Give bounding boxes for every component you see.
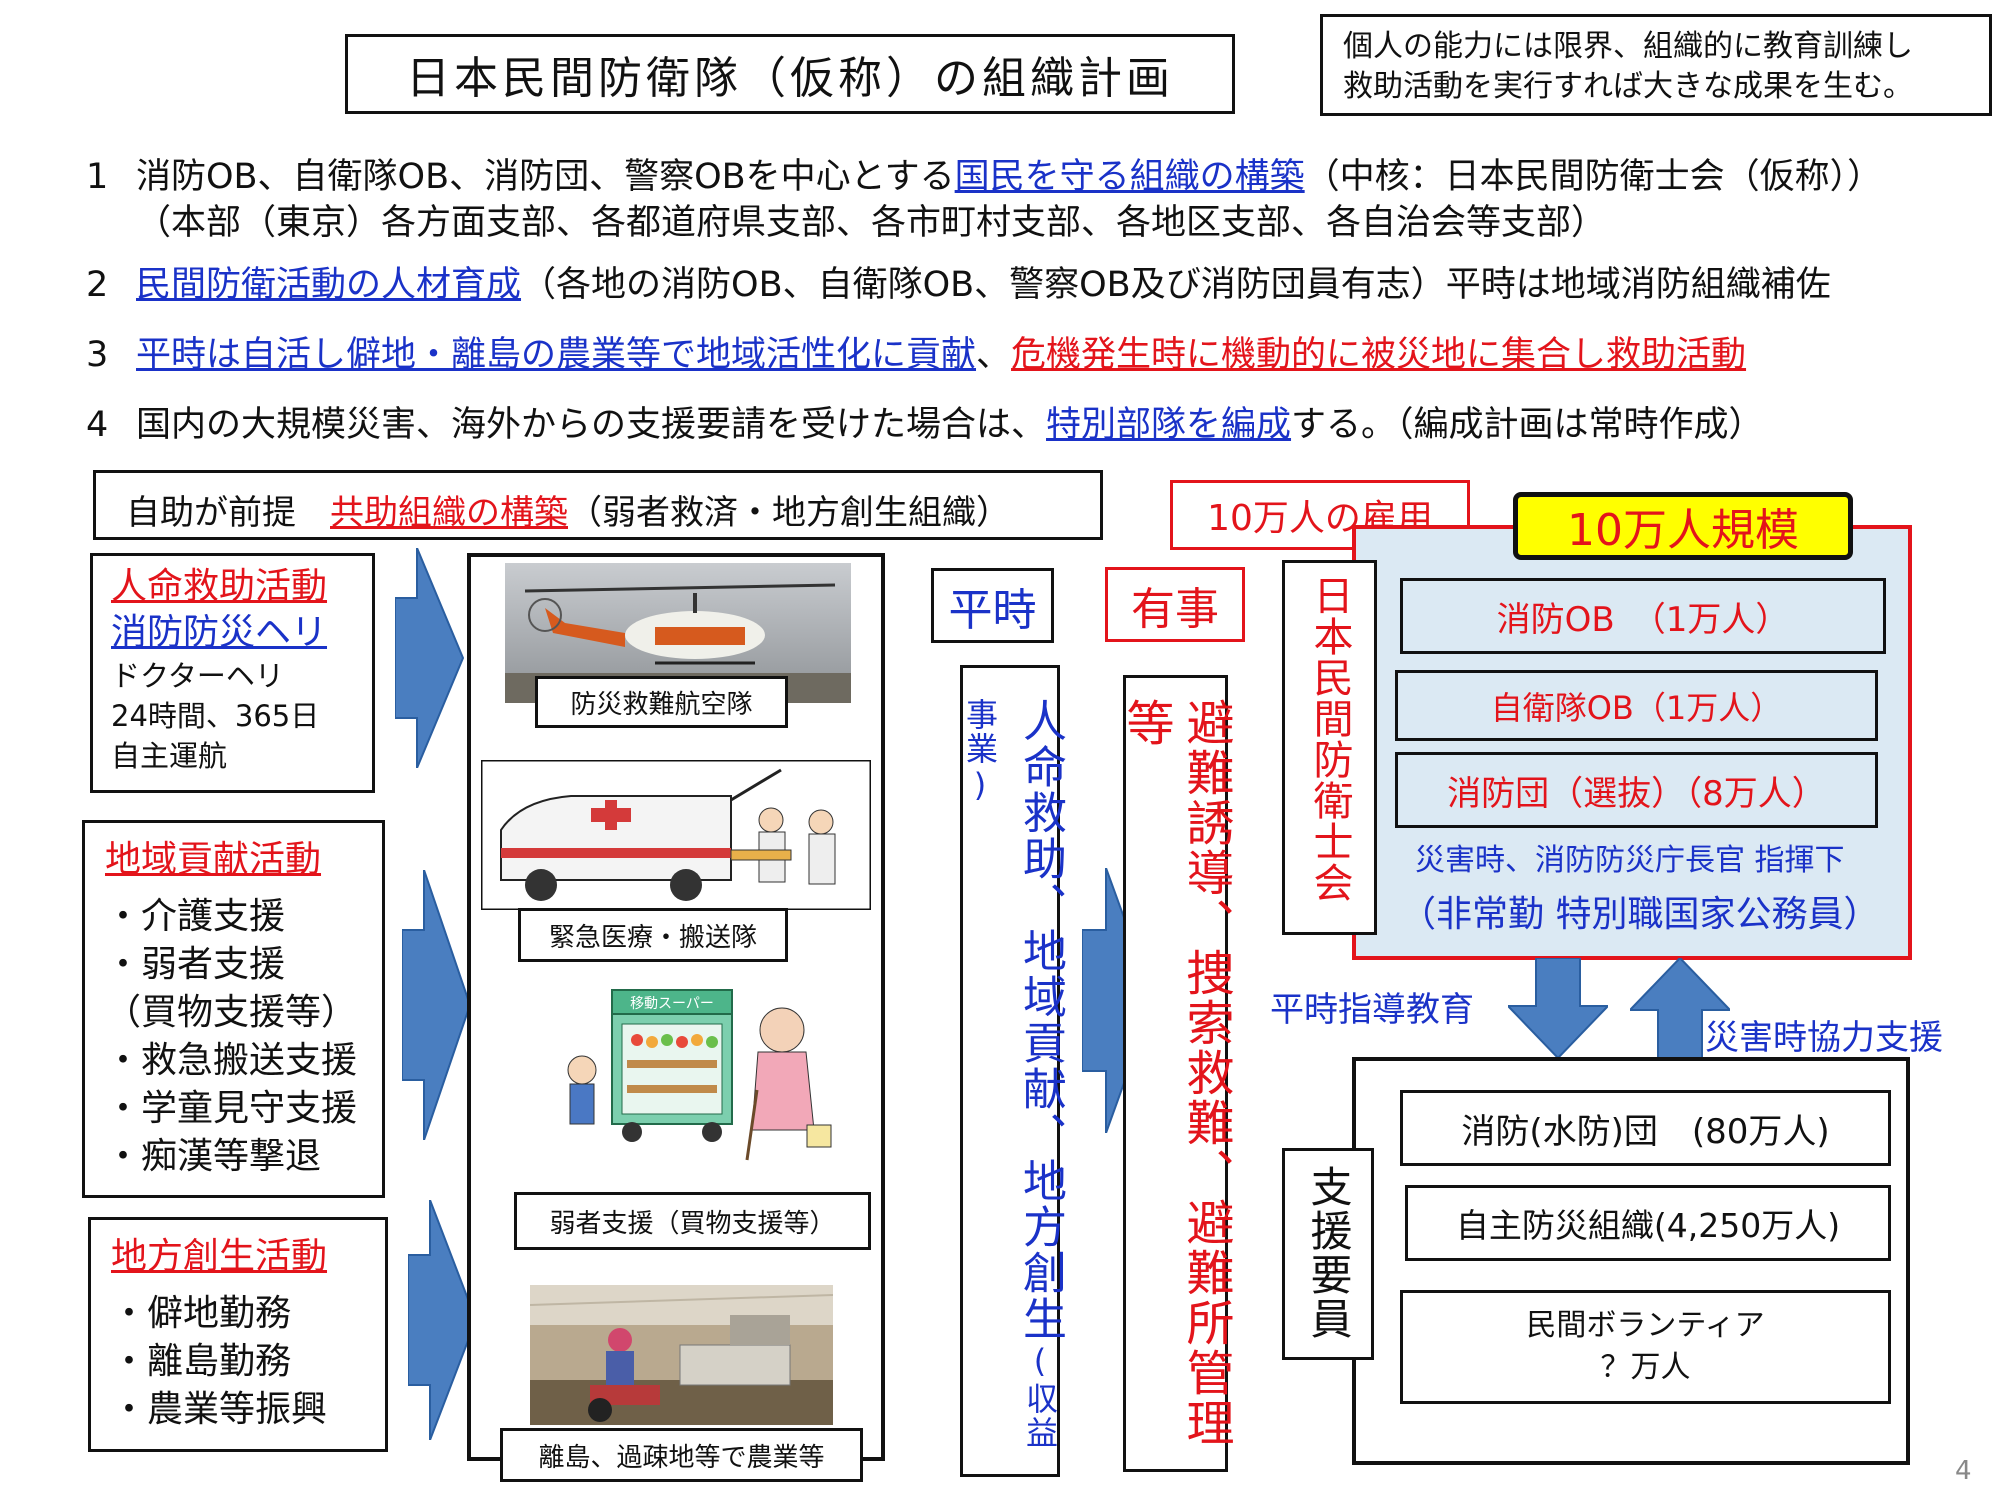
premise-link[interactable]: 共助組織の構築 [330, 493, 568, 533]
photo-2-caption: 緊急医療・搬送隊 [518, 908, 788, 962]
community-item-6: ・痴漢等撃退 [105, 1136, 322, 1177]
yuji-label: 有事 [1105, 567, 1245, 642]
member-sdf-ob: 自衛隊OB（1万人） [1395, 670, 1878, 741]
rescue-box: 人命救助活動 消防防災ヘリ ドクターヘリ 24時間、365日 自主運航 [90, 553, 375, 793]
arrow-right-icon [408, 1200, 478, 1440]
item-4-link[interactable]: 特別部隊を編成 [1046, 405, 1292, 445]
support-disaster-org: 自主防災組織(4,250万人) [1405, 1185, 1891, 1261]
note-box: 個人の能力には限界、組織的に教育訓練し 救助活動を実行すれば大きな成果を生む。 [1320, 14, 1992, 116]
note-line-2: 救助活動を実行すれば大きな成果を生む。 [1343, 69, 1913, 104]
photo-4-caption: 離島、過疎地等で農業等 [500, 1428, 863, 1482]
ambulance-illustration [481, 760, 871, 910]
support-label-box: 支援要員 [1282, 1148, 1374, 1360]
photo-1-caption: 防災救難航空隊 [535, 676, 788, 728]
mobile-supermarket-illustration: 移動スーパー [567, 989, 832, 1161]
arrow-up-icon [1630, 958, 1730, 1058]
community-box: 地域貢献活動 ・介護支援 ・弱者支援 （買物支援等） ・救急搬送支援 ・学童見守… [82, 820, 385, 1198]
arrow-up-label: 災害時協力支援 [1705, 1018, 1943, 1058]
community-item-4: ・救急搬送支援 [105, 1040, 358, 1081]
van-sign: 移動スーパー [630, 996, 714, 1012]
item-3-link-red[interactable]: 危機発生時に機動的に被災地に集合し救助活動 [1011, 335, 1747, 375]
farming-photo [530, 1285, 833, 1425]
community-item-1: ・介護支援 [105, 896, 286, 937]
heiji-label: 平時 [931, 568, 1054, 643]
rescue-line-2: 24時間、365日 [111, 699, 320, 733]
premise-box: 自助が前提 共助組織の構築（弱者救済・地方創生組織） [93, 470, 1103, 540]
community-item-5: ・学童見守支援 [105, 1088, 358, 1129]
item-1-line-2: （本部（東京）各方面支部、各都道府県支部、各市町村支部、各地区支部、各自治会等支… [136, 203, 1607, 243]
scale-banner: 10万人規模 [1513, 492, 1853, 560]
item-1-link[interactable]: 国民を守る組織の構築 [954, 157, 1305, 197]
connector-line [1470, 525, 1515, 529]
community-item-3: （買物支援等） [105, 992, 358, 1033]
regional-box: 地方創生活動 ・僻地勤務 ・離島勤務 ・農業等振興 [88, 1217, 388, 1452]
member-fire-ob: 消防OB （1万人） [1400, 578, 1886, 654]
member-fire-brigade: 消防団（選抜）（8万人） [1395, 752, 1878, 828]
rescue-line-1: ドクターヘリ [111, 659, 284, 693]
page-number: 4 [1955, 1456, 1972, 1486]
support-label: 支援要員 [1304, 1165, 1353, 1341]
arrow-down-label: 平時指導教育 [1270, 990, 1474, 1030]
arrow-right-icon [395, 548, 465, 768]
regional-item-2: ・離島勤務 [111, 1341, 292, 1382]
heiji-text: 人命救助、地域貢献、地方創生 [1015, 698, 1066, 1342]
support-fire-brigade: 消防(水防)団 (80万人) [1400, 1090, 1891, 1166]
arrow-right-icon [402, 870, 472, 1140]
rescue-line-3: 自主運航 [111, 739, 228, 773]
regional-item-3: ・農業等振興 [111, 1389, 328, 1430]
heiji-note: (収益事業) [961, 698, 1059, 1450]
note-line-1: 個人の能力には限界、組織的に教育訓練し [1343, 29, 1913, 64]
heiji-column: 人命救助、地域貢献、地方創生(収益事業) [960, 665, 1066, 1477]
community-title[interactable]: 地域貢献活動 [105, 839, 322, 880]
yuji-text: 避難誘導、捜索救難、避難所管理等 [1117, 698, 1234, 1448]
command-text: 災害時、消防防災庁長官 指揮下 [1415, 843, 1845, 878]
status-text: （非常勤 特別職国家公務員） [1400, 894, 1880, 935]
community-item-2: ・弱者支援 [105, 944, 286, 985]
rescue-title-2[interactable]: 消防防災ヘリ [111, 612, 328, 653]
support-volunteer: 民間ボランティア ？万人 [1400, 1290, 1891, 1404]
org-name: 日本民間防衛士会 [1306, 575, 1353, 903]
item-3-link-blue[interactable]: 平時は自活し僻地・離島の農業等で地域活性化に貢献 [136, 335, 977, 375]
org-name-box: 日本民間防衛士会 [1282, 560, 1377, 935]
page-title: 日本民間防衛隊（仮称）の組織計画 [345, 34, 1235, 114]
item-2-link[interactable]: 民間防衛活動の人材育成 [136, 265, 522, 305]
rescue-title-1[interactable]: 人命救助活動 [111, 566, 328, 607]
arrow-down-icon [1508, 958, 1608, 1058]
yuji-column: 避難誘導、捜索救難、避難所管理等 [1118, 675, 1234, 1472]
photo-3-caption: 弱者支援（買物支援等） [514, 1192, 871, 1250]
regional-title[interactable]: 地方創生活動 [111, 1236, 328, 1277]
regional-item-1: ・僻地勤務 [111, 1293, 292, 1334]
